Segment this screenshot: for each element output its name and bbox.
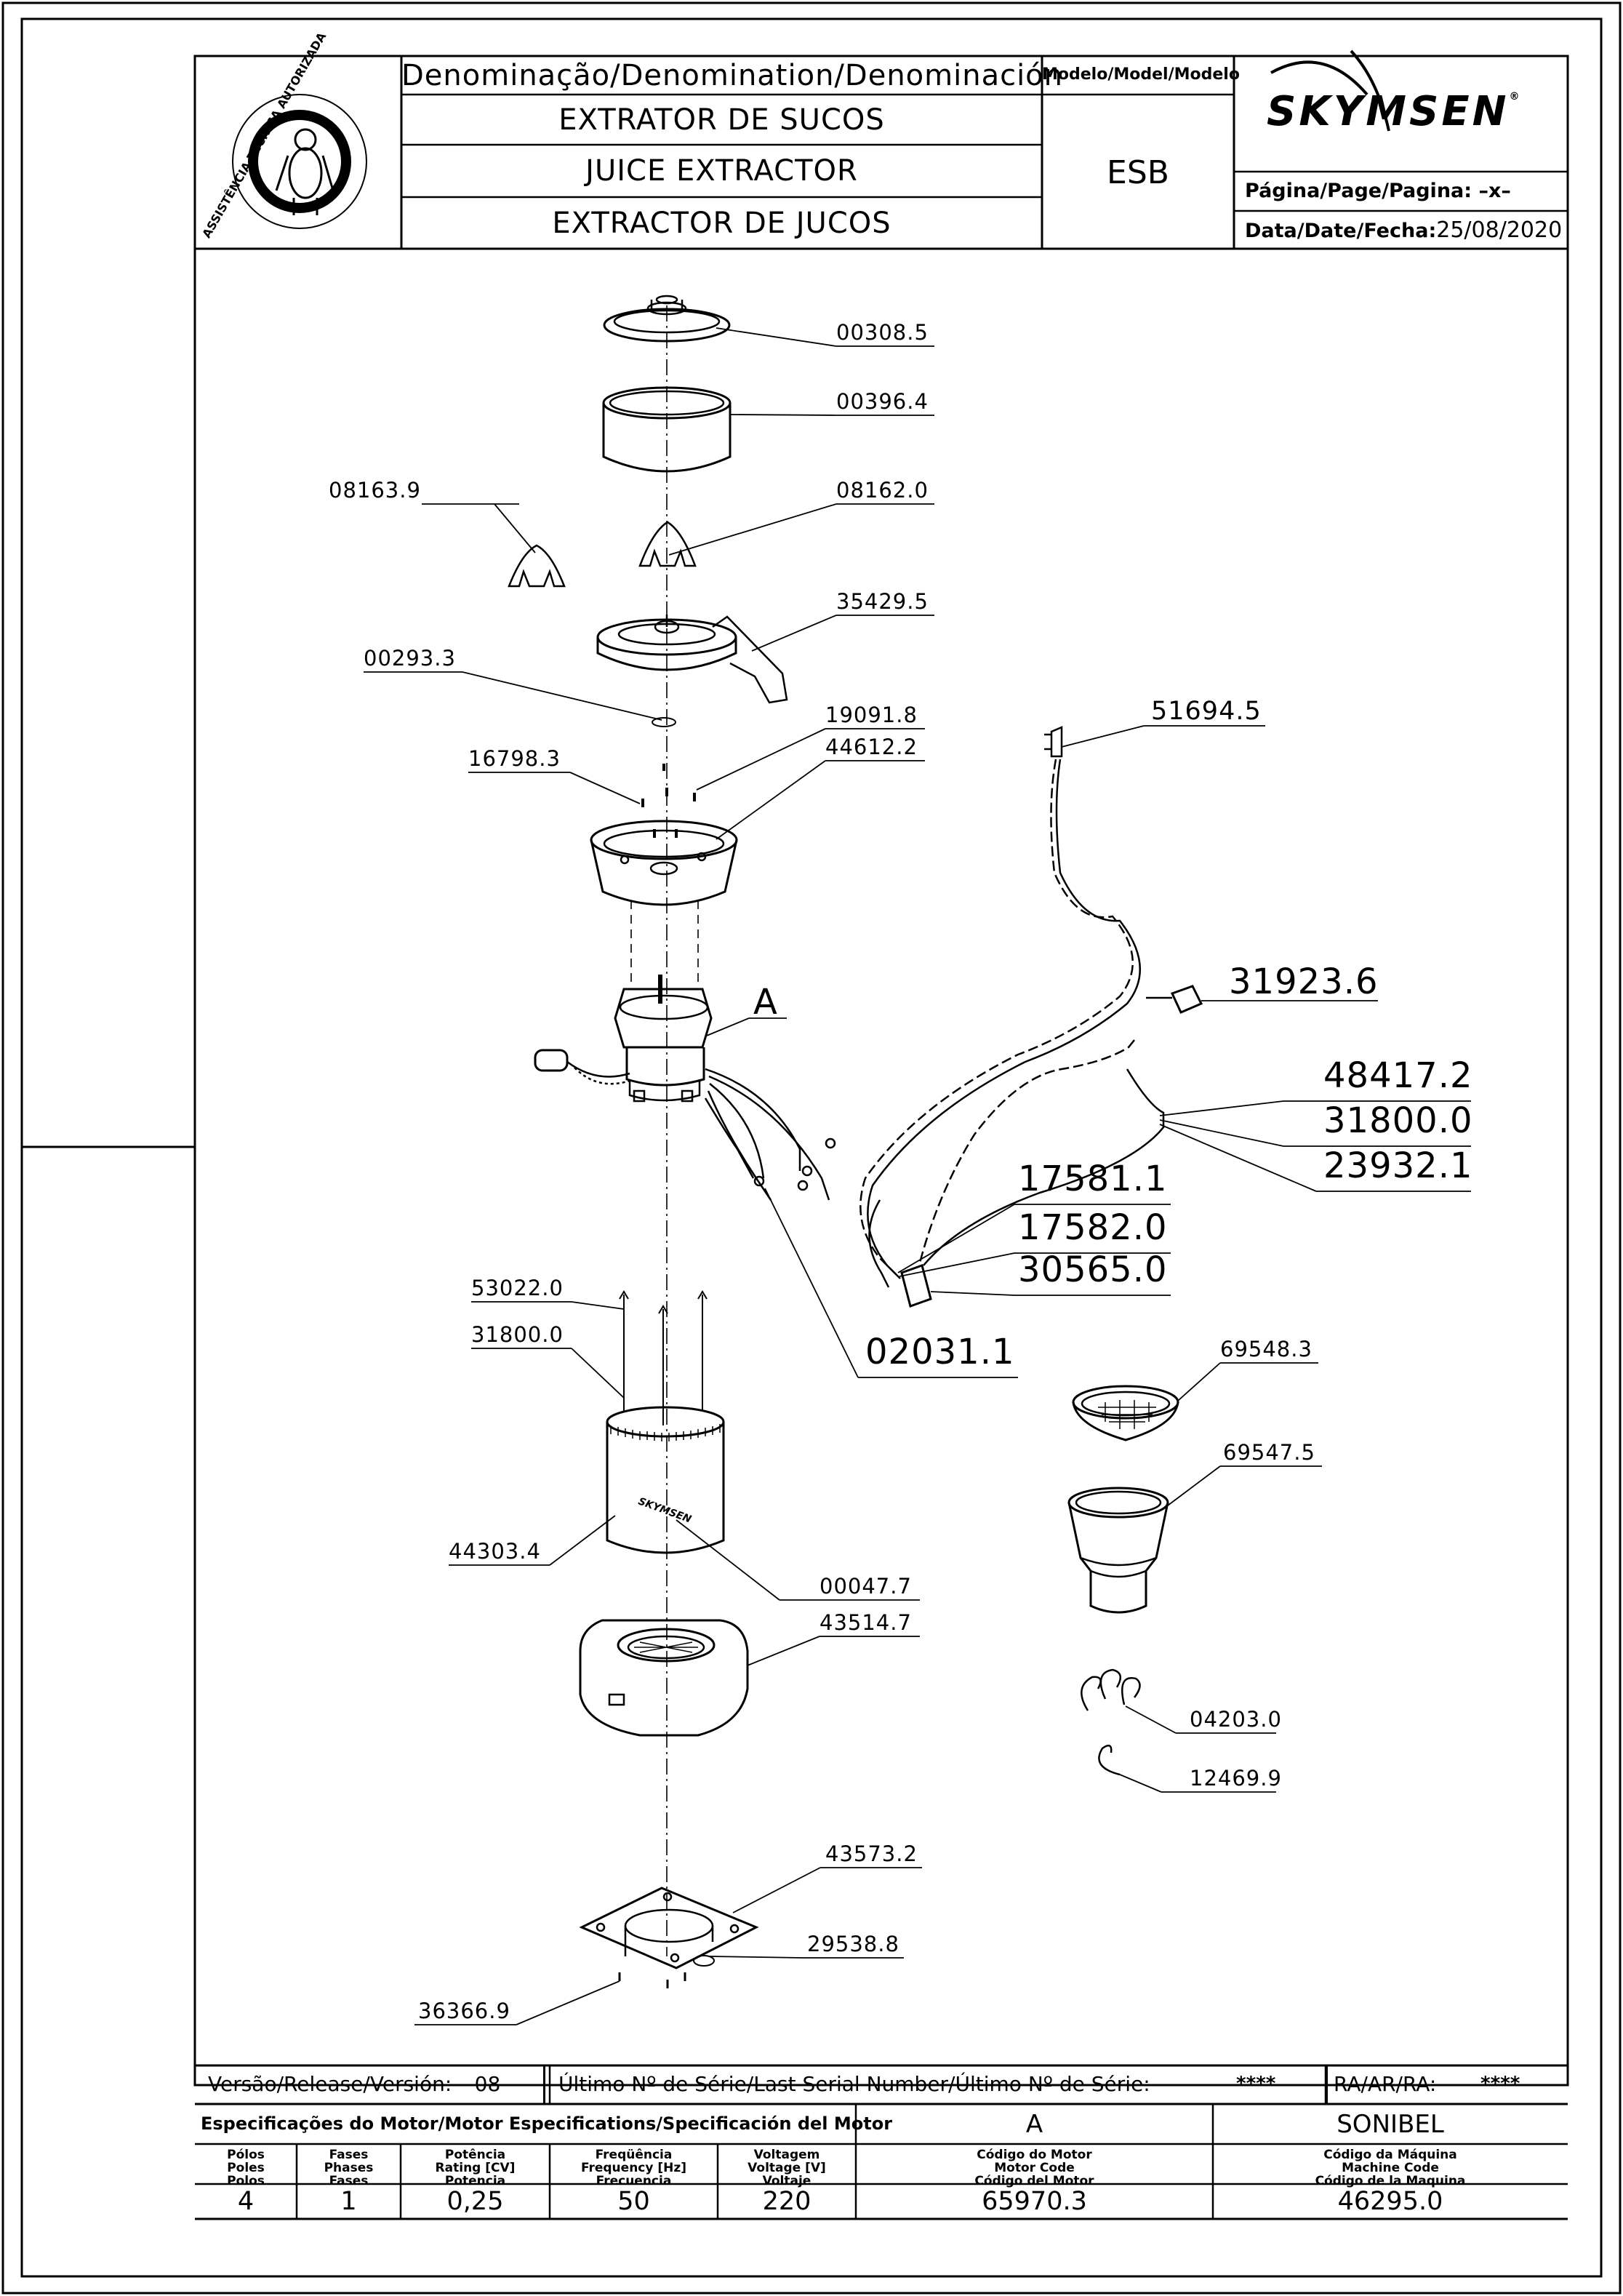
value-voltage: 220 <box>762 2187 812 2216</box>
brand-name: SKYMSEN <box>1267 88 1510 135</box>
part-label-08163-9: 08163.9 <box>329 478 421 503</box>
part-label-69547-5: 69547.5 <box>1223 1440 1315 1465</box>
part-label-00047-7: 00047.7 <box>819 1574 912 1599</box>
col-header-poles: Pólos Poles Polos <box>195 2148 297 2188</box>
date-value: 25/08/2020 <box>1436 217 1563 243</box>
part-label-44612-2: 44612.2 <box>825 735 918 759</box>
value-poles: 4 <box>237 2187 255 2216</box>
part-label-35429-5: 35429.5 <box>836 589 929 614</box>
value-motor-code: 65970.3 <box>982 2187 1087 2216</box>
motor-letter: A <box>1025 2110 1043 2139</box>
part-label-53022-0: 53022.0 <box>471 1276 564 1300</box>
col-header-frequency-en: Frequency [Hz] <box>580 2160 687 2175</box>
date-field: Data/Date/Fecha:25/08/2020 <box>1245 220 1562 241</box>
col-header-motor-code: Código do Motor Motor Code Código del Mo… <box>856 2148 1213 2188</box>
page-field: Página/Page/Pagina: –x– <box>1245 181 1511 201</box>
brand-mark: ® <box>1509 91 1523 103</box>
brand-logo: SKYMSEN® <box>1267 92 1522 132</box>
part-label-23932-1: 23932.1 <box>1323 1145 1473 1186</box>
col-header-voltage: Voltagem Voltage [V] Voltaje <box>718 2148 856 2188</box>
part-label-17581-1: 17581.1 <box>1018 1159 1168 1199</box>
part-label-69548-3: 69548.3 <box>1220 1337 1313 1361</box>
part-label-44303-4: 44303.4 <box>449 1539 541 1564</box>
col-header-phases-pt: Fases <box>329 2148 369 2162</box>
model-label: Modelo/Model/Modelo <box>1042 65 1240 84</box>
col-header-motor-code-pt: Código do Motor <box>977 2148 1092 2162</box>
name-pt: EXTRATOR DE SUCOS <box>558 103 885 137</box>
part-label-43573-2: 43573.2 <box>825 1841 918 1866</box>
part-label-00293-3: 00293.3 <box>364 646 456 671</box>
part-label-16798-3: 16798.3 <box>468 746 561 771</box>
col-header-machine-code-pt: Código da Máquina <box>1323 2148 1457 2162</box>
ra-divider <box>1326 2065 1328 2104</box>
col-header-rating: Potência Rating [CV] Potencia <box>401 2148 550 2188</box>
col-header-frequency-es: Frecuencia <box>596 2173 672 2188</box>
ra-value: **** <box>1480 2073 1520 2095</box>
part-label-17582-0: 17582.0 <box>1018 1207 1168 1248</box>
col-header-poles-pt: Pólos <box>227 2148 265 2162</box>
name-en: JUICE EXTRACTOR <box>585 154 858 188</box>
col-header-machine-code-en: Machine Code <box>1342 2160 1439 2175</box>
part-label-48417-2: 48417.2 <box>1323 1055 1473 1096</box>
page-value: –x– <box>1478 180 1511 202</box>
release-field: Versão/Release/Versión: 08 <box>208 2074 500 2095</box>
motor-spec-label: Especificações do Motor/Motor Especifica… <box>201 2113 893 2134</box>
part-label-08162-0: 08162.0 <box>836 478 929 503</box>
part-label-30565-0: 30565.0 <box>1018 1249 1168 1290</box>
value-phases: 1 <box>340 2187 357 2216</box>
part-label-04203-0: 04203.0 <box>1190 1707 1282 1732</box>
value-rating: 0,25 <box>446 2187 504 2216</box>
col-header-voltage-pt: Voltagem <box>753 2148 820 2162</box>
motor-manufacturer: SONIBEL <box>1337 2110 1444 2139</box>
value-frequency: 50 <box>617 2187 650 2216</box>
part-label-31800-0: 31800.0 <box>1323 1100 1473 1141</box>
col-header-phases: Fases Phases Fases <box>297 2148 401 2188</box>
part-label-12469-9: 12469.9 <box>1190 1766 1282 1791</box>
col-header-rating-en: Rating [CV] <box>435 2160 516 2175</box>
model-value: ESB <box>1107 154 1169 191</box>
part-label-19091-8: 19091.8 <box>825 703 918 727</box>
release-label: Versão/Release/Versión: <box>208 2072 452 2096</box>
value-machine-code: 46295.0 <box>1337 2187 1443 2216</box>
ra-label: RA/AR/RA: <box>1334 2072 1437 2096</box>
col-header-motor-code-es: Código del Motor <box>974 2173 1094 2188</box>
part-label-29538-8: 29538.8 <box>807 1932 899 1956</box>
date-label: Data/Date/Fecha: <box>1245 220 1437 242</box>
col-header-poles-es: Polos <box>227 2173 265 2188</box>
part-label-00308-5: 00308.5 <box>836 320 929 345</box>
denomination-label: Denominação/Denomination/Denominación <box>401 59 1064 92</box>
part-label-02031-1: 02031.1 <box>865 1332 1015 1372</box>
page-label: Página/Page/Pagina: <box>1245 180 1472 202</box>
col-header-voltage-es: Voltaje <box>762 2173 812 2188</box>
part-label-31800-0-b: 31800.0 <box>471 1322 564 1347</box>
col-header-phases-es: Fases <box>329 2173 369 2188</box>
col-header-machine-code-es: Código de la Maquina <box>1315 2173 1466 2188</box>
release-divider <box>543 2065 545 2104</box>
part-label-36366-9: 36366.9 <box>418 1999 510 2023</box>
serial-label: Último Nº de Série/Last Serial Number/Úl… <box>558 2072 1150 2096</box>
part-label-51694-5: 51694.5 <box>1151 697 1262 726</box>
release-value: 08 <box>474 2072 501 2096</box>
col-header-frequency-pt: Freqüência <box>595 2148 673 2162</box>
col-header-machine-code: Código da Máquina Machine Code Código de… <box>1213 2148 1568 2188</box>
col-header-poles-en: Poles <box>227 2160 265 2175</box>
col-header-rating-pt: Potência <box>444 2148 506 2162</box>
part-label-00396-4: 00396.4 <box>836 389 929 414</box>
col-header-frequency: Freqüência Frequency [Hz] Frecuencia <box>550 2148 718 2188</box>
col-header-phases-en: Phases <box>324 2160 374 2175</box>
motor-callout: A <box>753 982 777 1023</box>
part-label-31923-6: 31923.6 <box>1229 961 1379 1002</box>
part-label-43514-7: 43514.7 <box>819 1610 912 1635</box>
name-es: EXTRACTOR DE JUCOS <box>552 207 891 240</box>
col-header-rating-es: Potencia <box>444 2173 506 2188</box>
col-header-motor-code-en: Motor Code <box>994 2160 1075 2175</box>
serial-value: **** <box>1236 2073 1276 2095</box>
col-header-voltage-en: Voltage [V] <box>748 2160 826 2175</box>
